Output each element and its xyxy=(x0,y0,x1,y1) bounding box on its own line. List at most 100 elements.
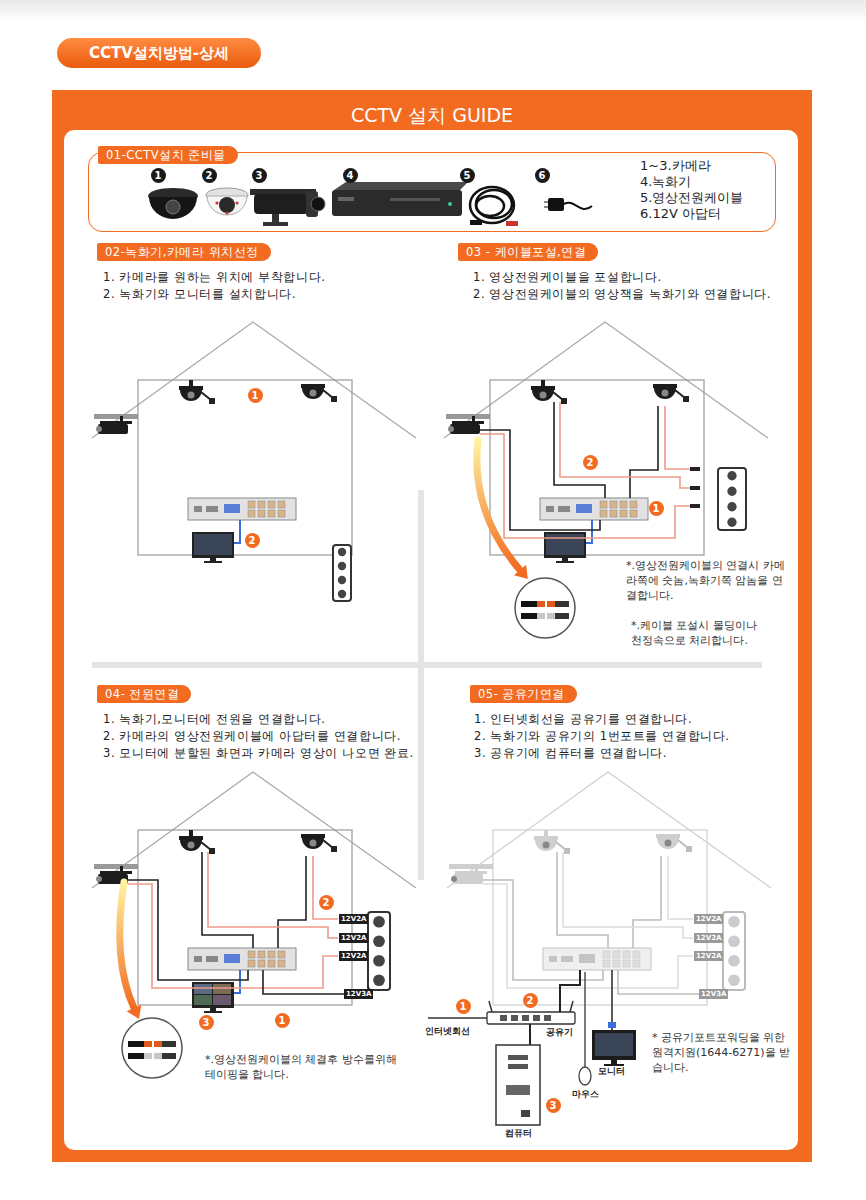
step-instruction: 2. 녹화기와 모니터를 설치합니다. xyxy=(103,287,296,302)
bnc-port xyxy=(248,951,255,958)
dvr-port xyxy=(194,956,202,962)
bnc-port xyxy=(278,960,285,967)
dvr-recorder xyxy=(543,948,651,970)
adapter-box: 12V2A xyxy=(694,914,723,924)
callout-number: 3 xyxy=(252,168,267,183)
cable-plug xyxy=(470,220,482,225)
power-outlet xyxy=(338,562,346,570)
computer-tower xyxy=(496,1045,540,1125)
cable-connector xyxy=(690,486,700,490)
power-cable xyxy=(480,434,690,538)
dome-base xyxy=(179,386,203,390)
house-scene xyxy=(447,772,771,1005)
power-cable xyxy=(563,852,693,938)
connector-female xyxy=(162,1053,176,1059)
dvr-recorder xyxy=(540,498,648,520)
monitor-cable xyxy=(234,520,240,543)
callout-number: 5 xyxy=(460,168,475,183)
mouse xyxy=(579,1067,591,1085)
adapter-rating: 12V2A xyxy=(341,951,366,961)
bnc-port xyxy=(268,501,275,508)
note-text: *.영상전원케이블의 연결시 카메라쪽에 숫놈,녹화기쪽 암놈을 연결합니다. xyxy=(626,558,786,603)
video-cable xyxy=(128,880,248,980)
adapter-box: 12V2A xyxy=(694,951,723,961)
step-tag: 02-녹화기,카메라 위치선정 xyxy=(97,243,271,261)
page-title: CCTV설치방법-상세 xyxy=(57,38,261,68)
step-title: 03 - 케이블포설,연결 xyxy=(466,243,586,261)
bnc-port xyxy=(620,510,627,517)
video-cable xyxy=(202,852,253,948)
callout-number: 1 xyxy=(649,501,664,516)
bnc-port xyxy=(600,501,607,508)
camera-lens xyxy=(188,392,195,399)
bnc-port xyxy=(258,960,265,967)
connector-female xyxy=(547,613,555,619)
ir-led xyxy=(225,211,228,214)
router-port xyxy=(522,1015,529,1021)
adapter-box: 12V2A xyxy=(339,951,368,961)
connector-tip xyxy=(144,1041,152,1047)
adapter-rating: 12V2A xyxy=(341,933,366,943)
part-name: 마우스 xyxy=(572,1089,599,1100)
bnc-port xyxy=(623,951,630,958)
connector-male xyxy=(521,601,537,607)
ir-led xyxy=(235,201,238,204)
connector-female xyxy=(154,1053,162,1059)
dome-camera xyxy=(654,388,676,399)
bullet-camera xyxy=(453,874,483,884)
monitor-stand xyxy=(604,1064,624,1066)
bnc-port xyxy=(248,501,255,508)
camera-lens xyxy=(188,842,195,849)
camera-lens xyxy=(219,197,235,213)
cable-coil xyxy=(476,196,504,216)
note-text: * 공유기포트포워딩을 위한 원격지원(1644-6271)을 받습니다. xyxy=(652,1030,792,1075)
parts-row xyxy=(148,182,592,226)
monitor-screen xyxy=(546,534,584,555)
camera-bracket xyxy=(189,380,193,386)
vga-port xyxy=(579,954,595,963)
bnc-port xyxy=(600,510,607,517)
part-name: 모니터 xyxy=(598,1066,625,1077)
adapter-rating: 12V2A xyxy=(696,951,721,961)
camera-bracket xyxy=(472,416,475,422)
step-tag: 01-CCTV설치 준비물 xyxy=(98,146,238,164)
power-outlet xyxy=(373,974,385,986)
camera-lens xyxy=(96,876,102,882)
dvr-top xyxy=(334,182,468,190)
bnc-port xyxy=(248,510,255,517)
detail-circle xyxy=(122,1018,182,1078)
camera-lens xyxy=(451,876,457,882)
adapter-rating: 12V3A xyxy=(701,989,726,999)
adapter-prong xyxy=(544,201,548,203)
power-cable xyxy=(208,852,338,938)
connector-male xyxy=(128,1053,144,1059)
monitor-stand xyxy=(562,558,568,561)
dvr-power-cable xyxy=(618,970,699,994)
dome-camera xyxy=(149,197,197,219)
dome-base xyxy=(653,384,677,388)
ir-led xyxy=(215,201,218,204)
adapter-prong xyxy=(544,206,548,208)
io-panel xyxy=(506,1085,530,1095)
step-title: 02-녹화기,카메라 위치선정 xyxy=(105,243,259,261)
monitor-stand xyxy=(204,561,222,563)
dome-camera xyxy=(657,838,679,849)
bnc-port xyxy=(258,951,265,958)
camera-lens xyxy=(540,392,547,399)
panel-title: CCTV 설치 GUIDE xyxy=(351,102,513,128)
monitor xyxy=(544,532,586,558)
router-antenna xyxy=(570,1001,573,1012)
monitor-cable xyxy=(586,520,592,543)
bnc-port xyxy=(633,960,640,967)
vga-connector xyxy=(608,1022,616,1028)
internet-line xyxy=(428,1017,487,1019)
step-tag: 04- 전원연결 xyxy=(97,685,191,703)
adapter-box: 12V2A xyxy=(339,914,368,924)
adapter-box: 12V3A xyxy=(344,989,373,999)
bnc-port xyxy=(268,960,275,967)
split-screen xyxy=(194,995,212,1005)
vga-port xyxy=(224,504,240,513)
bullet-camera xyxy=(450,424,480,434)
cable-plug xyxy=(506,221,518,226)
